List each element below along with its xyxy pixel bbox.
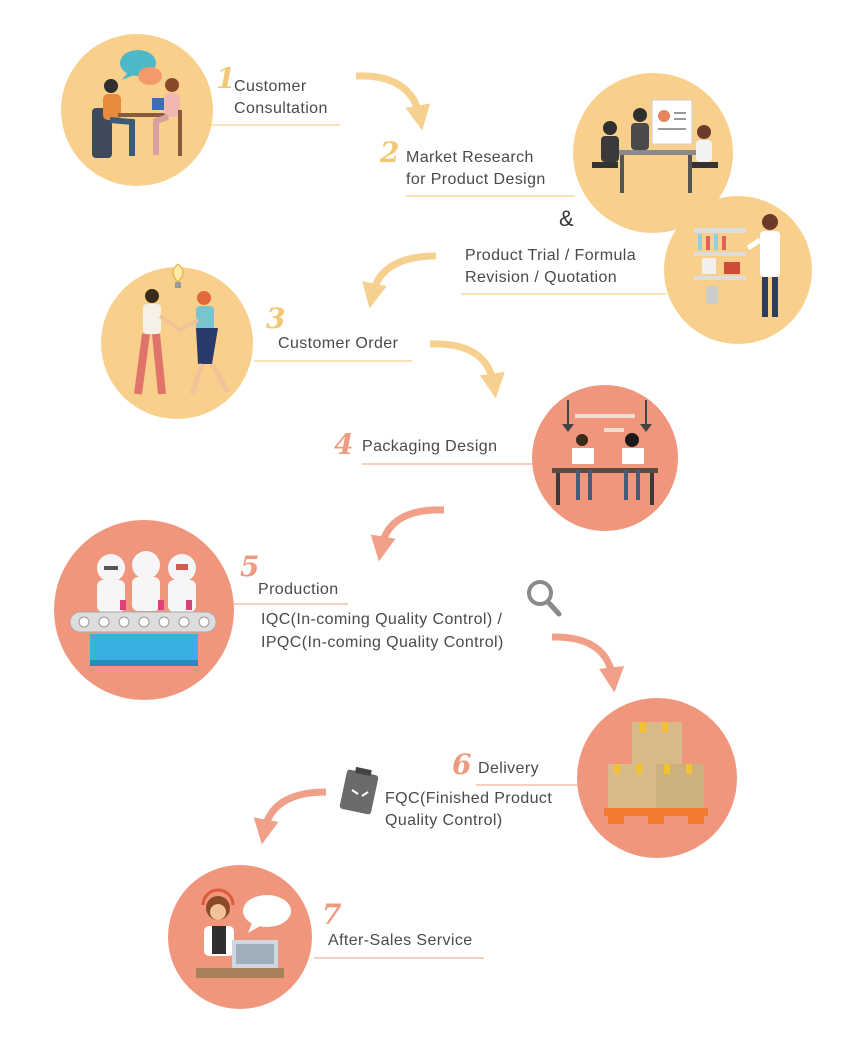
step-2-label-line-2: for Product Design <box>406 171 546 188</box>
clipboard-icon <box>339 766 379 815</box>
lab-scientist-icon <box>664 196 812 344</box>
step-1-label-line-1: Customer <box>234 78 307 95</box>
step-4-label: Packaging Design <box>362 438 498 455</box>
flow-arrow-2-to-3 <box>362 252 437 309</box>
step-2b-label-line-1: Product Trial / Formula <box>465 247 637 264</box>
quality-control-note-line-1: IQC(In-coming Quality Control) / <box>261 611 503 628</box>
handshake-idea-icon <box>101 263 253 419</box>
final-check-note-line-2: Quality Control) <box>385 812 503 829</box>
step-1-number: 1 <box>216 62 236 95</box>
quality-control-note-line-2: IPQC(In-coming Quality Control) <box>261 634 504 651</box>
flow-arrow-6-to-7 <box>253 788 327 845</box>
step-3-label: Customer Order <box>278 335 399 352</box>
step-7-number: 7 <box>322 898 342 931</box>
step-5-label: Production <box>258 581 339 598</box>
final-check-note-line-1: FQC(Finished Product <box>385 790 553 807</box>
step-1-label-line-2: Consultation <box>234 100 328 117</box>
production-line-icon <box>54 520 234 700</box>
consultation-meeting-icon <box>61 34 213 186</box>
presentation-meeting-icon <box>573 73 733 233</box>
step-2-label-line-1: Market Research <box>406 149 534 166</box>
step-2-number: 2 <box>380 136 400 169</box>
flow-arrow-5-to-6 <box>551 633 625 693</box>
step-6-label: Delivery <box>478 760 539 777</box>
step-7-label: After-Sales Service <box>328 932 473 949</box>
support-agent-icon <box>168 865 312 1009</box>
step-4-number: 4 <box>334 428 354 461</box>
flow-arrow-1-to-2 <box>355 72 431 131</box>
step-2b-label-line-2: Revision / Quotation <box>465 269 618 286</box>
step-5-number: 5 <box>240 550 260 583</box>
pallet-boxes-icon <box>577 698 737 858</box>
design-office-icon <box>532 385 678 531</box>
magnifier-icon <box>527 580 562 617</box>
ampersand: & <box>559 206 574 231</box>
step-6-number: 6 <box>452 748 472 781</box>
flow-arrow-4-to-5 <box>370 506 445 562</box>
step-3-number: 3 <box>266 302 286 335</box>
flow-arrow-3-to-4 <box>429 340 505 399</box>
